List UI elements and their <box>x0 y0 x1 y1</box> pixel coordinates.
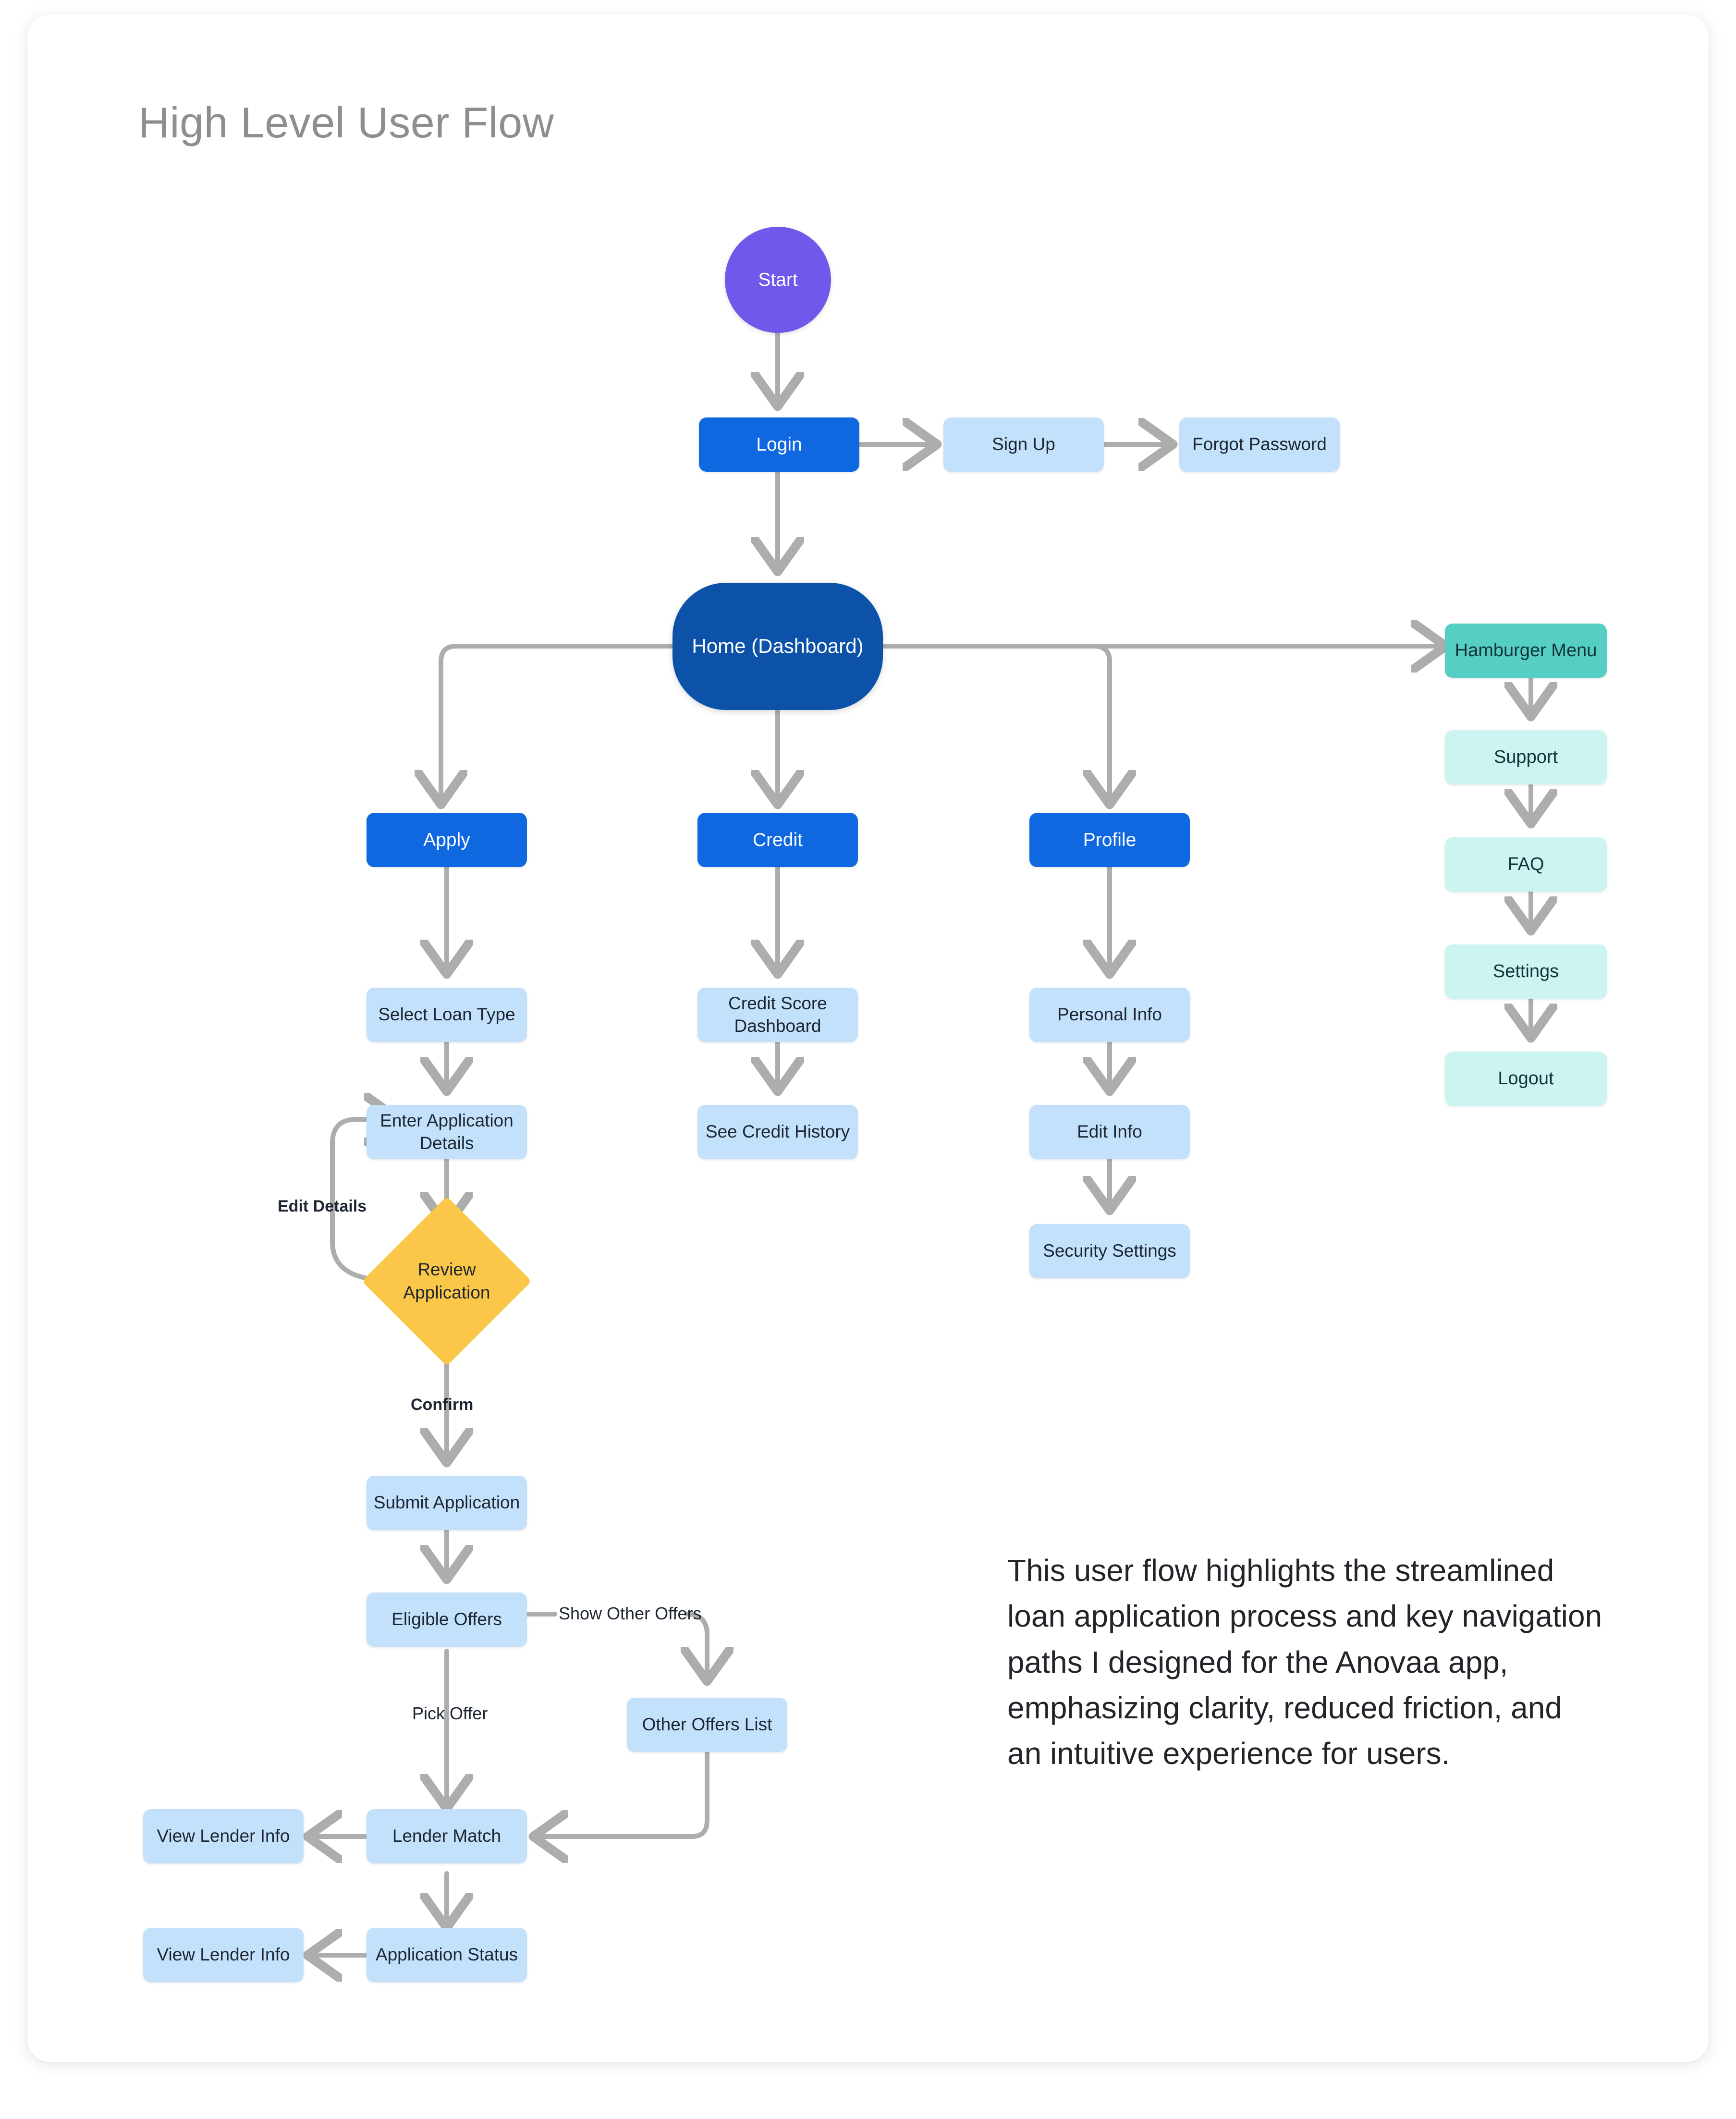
edge-label-edit-details: Edit Details <box>278 1197 367 1215</box>
node-submit-application[interactable]: Submit Application <box>367 1476 527 1530</box>
node-label: See Credit History <box>705 1122 850 1142</box>
node-edit-info[interactable]: Edit Info <box>1029 1105 1190 1159</box>
node-view-lender-info-1[interactable]: View Lender Info <box>143 1809 304 1863</box>
node-label: View Lender Info <box>157 1826 290 1846</box>
node-label: Lender Match <box>392 1826 501 1846</box>
node-label: Edit Info <box>1077 1122 1142 1142</box>
node-login[interactable]: Login <box>699 417 859 472</box>
node-label: Application Status <box>375 1945 518 1965</box>
node-start[interactable]: Start <box>725 227 831 333</box>
node-label: Select Loan Type <box>378 1004 515 1025</box>
node-enter-application-details[interactable]: Enter Application Details <box>367 1105 527 1159</box>
node-support[interactable]: Support <box>1445 730 1607 784</box>
node-apply[interactable]: Apply <box>367 813 527 867</box>
node-credit-score-dashboard[interactable]: Credit Score Dashboard <box>697 988 858 1042</box>
node-home-dashboard[interactable]: Home (Dashboard) <box>672 583 883 710</box>
node-review-application[interactable]: Review Application <box>362 1196 532 1366</box>
node-label: Profile <box>1083 829 1137 850</box>
node-label: Home (Dashboard) <box>692 635 864 658</box>
node-view-lender-info-2[interactable]: View Lender Info <box>143 1928 304 1982</box>
node-label: Security Settings <box>1043 1241 1176 1261</box>
node-logout[interactable]: Logout <box>1445 1052 1607 1106</box>
node-label: Review Application <box>403 1259 490 1302</box>
node-forgot-password[interactable]: Forgot Password <box>1179 417 1340 472</box>
node-settings[interactable]: Settings <box>1445 944 1607 999</box>
node-label: FAQ <box>1507 854 1544 874</box>
node-label: View Lender Info <box>157 1945 290 1965</box>
node-see-credit-history[interactable]: See Credit History <box>697 1105 858 1159</box>
node-faq[interactable]: FAQ <box>1445 837 1607 892</box>
node-profile[interactable]: Profile <box>1029 813 1190 867</box>
edge-label-pick-offer: Pick Offer <box>412 1703 488 1723</box>
page-title: High Level User Flow <box>138 99 554 147</box>
node-select-loan-type[interactable]: Select Loan Type <box>367 988 527 1042</box>
node-label: Eligible Offers <box>391 1609 502 1629</box>
node-application-status[interactable]: Application Status <box>367 1928 527 1982</box>
node-label: Other Offers List <box>642 1715 772 1735</box>
node-label: Forgot Password <box>1192 434 1327 454</box>
node-label: Apply <box>423 829 470 850</box>
node-label: Submit Application <box>373 1493 520 1513</box>
node-label: Credit Score Dashboard <box>728 993 827 1036</box>
node-other-offers-list[interactable]: Other Offers List <box>627 1698 787 1752</box>
node-label: Settings <box>1492 961 1559 981</box>
diagram-card <box>27 14 1709 2062</box>
node-label: Personal Info <box>1057 1004 1162 1025</box>
flow-description: This user flow highlights the streamline… <box>1007 1553 1602 1771</box>
node-security-settings[interactable]: Security Settings <box>1029 1224 1190 1278</box>
node-credit[interactable]: Credit <box>697 813 858 867</box>
node-label: Logout <box>1498 1068 1554 1089</box>
node-personal-info[interactable]: Personal Info <box>1029 988 1190 1042</box>
node-eligible-offers[interactable]: Eligible Offers <box>367 1592 527 1647</box>
node-hamburger-menu[interactable]: Hamburger Menu <box>1445 624 1607 678</box>
node-lender-match[interactable]: Lender Match <box>367 1809 527 1863</box>
node-label: Enter Application Details <box>380 1110 513 1153</box>
edge-label-confirm: Confirm <box>411 1396 474 1414</box>
node-label: Hamburger Menu <box>1455 640 1597 661</box>
node-sign-up[interactable]: Sign Up <box>943 417 1104 472</box>
node-label: Credit <box>752 829 803 850</box>
node-label: Support <box>1493 747 1558 767</box>
node-label: Sign Up <box>992 434 1055 454</box>
node-label: Start <box>758 269 798 290</box>
node-label: Login <box>756 434 802 455</box>
edge-label-show-other-offers: Show Other Offers <box>559 1604 702 1623</box>
